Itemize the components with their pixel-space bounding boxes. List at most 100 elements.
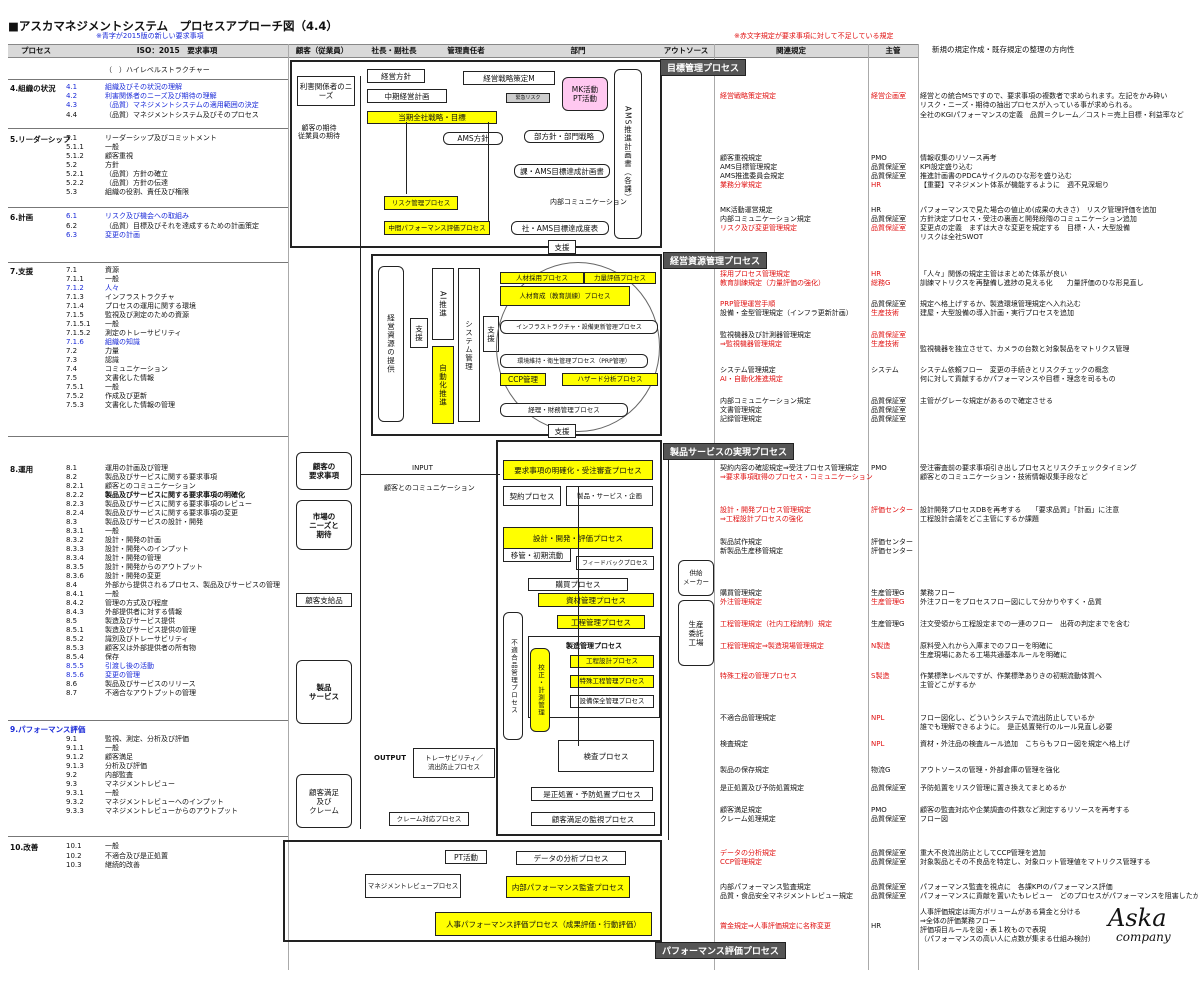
related-rule: 採用プロセス管理規定 [720, 270, 790, 278]
iso-clause-title: 力量 [105, 347, 119, 355]
iso-clause-number: 7.1 [66, 266, 78, 274]
iso-clause-title: 文書化した情報の管理 [105, 401, 175, 409]
iso-clause-title: 監視、測定、分析及び評価 [105, 735, 189, 743]
direction-note: 主管どこがするか [920, 681, 976, 689]
rule-owner: 生産技術 [871, 309, 899, 317]
iso-clause-title: 設計・開発からのアウトプット [105, 563, 203, 571]
iso-clause-title: 作成及び更新 [105, 392, 147, 400]
related-rule: 設備・金型管理規定（インフラ更新計画） [720, 309, 853, 317]
rule-owner: 経営企画室 [871, 92, 906, 100]
iso-clause-number: 7.5.3 [66, 401, 84, 409]
iso-clause-title: 外部から提供されるプロセス、製品及びサービスの管理 [105, 581, 280, 589]
iso-clause-title: マネジメントレビュー [105, 780, 175, 788]
support-arrow: 支援 [548, 424, 576, 438]
iso-clause-number: 8.3 [66, 518, 78, 526]
iso-clause-number: 8.1 [66, 464, 78, 472]
customer-requirements-box: 顧客の 要求事項 [296, 452, 352, 490]
related-rule: ⇒監視機器管理規定 [720, 340, 782, 348]
red-note: ※赤文字規定が要求事項に対して不足している規定 [734, 32, 894, 40]
iso-clause-number: 8.3.1 [66, 527, 84, 535]
column-divider [288, 44, 289, 970]
iso-clause-title: （品質）マネジメントシステムの適用範囲の決定 [105, 101, 259, 109]
related-rule: ⇒要求事項取得のプロセス・コミュニケーション [720, 473, 873, 481]
iso-clause-number: 8.7 [66, 689, 78, 697]
rule-owner: NPL [871, 740, 885, 748]
iso-clause-number: 8.2.3 [66, 500, 84, 508]
related-rule: ⇒工程設計プロセスの強化 [720, 515, 803, 523]
direction-note: 主管がグレーな規定があるので確定させる [920, 397, 1053, 405]
hiring-box: 人材採用プロセス [500, 272, 584, 284]
iso-clause-number: 8.3.2 [66, 536, 84, 544]
iso-clause-number: 4.1 [66, 83, 78, 91]
infra-box: インフラストラクチャ・設備更新管理プロセス [500, 320, 658, 334]
iso-clause-number: 7.5.2 [66, 392, 84, 400]
maintenance-box: 設備保全管理プロセス [570, 695, 654, 708]
product-plan-box: 製品・サービス・企画 [566, 486, 653, 506]
related-rule: AMS推進委員会規定 [720, 172, 785, 180]
rule-owner: 品質保証室 [871, 406, 906, 414]
product-realization-frame [496, 440, 662, 836]
related-rule: リスク及び変更管理規定 [720, 224, 797, 232]
iso-clause-number: 10.1 [66, 842, 82, 850]
rule-owner: 生産管理G [871, 620, 905, 628]
feedback-box: フィードバックプロセス [576, 556, 654, 570]
resource-management-frame [371, 254, 662, 436]
rule-owner: 品質保証室 [871, 415, 906, 423]
header-owner: 主管 [868, 44, 918, 58]
page-title: ■アスカマネジメントシステム プロセスアプローチ図（4.4） [8, 19, 338, 33]
iso-clause-title: （品質）目標及びそれを達成するための計画策定 [105, 222, 259, 230]
satisfaction-box: 顧客満足の監視プロセス [531, 812, 655, 826]
rule-owner: 品質保証室 [871, 883, 906, 891]
feedback-loop-line [360, 76, 361, 829]
header-iso: ISO：2015 要求事項 [64, 44, 290, 58]
iso-clause-number: 7.5 [66, 374, 78, 382]
header-president: 社長・副社長 [354, 44, 434, 58]
input-arrow-line [360, 474, 500, 475]
rule-owner: 品質保証室 [871, 300, 906, 308]
dept-policy-box: 部方針・部門戦略 [524, 130, 604, 143]
iso-clause-number: 8.3.4 [66, 554, 84, 562]
related-rule: 内部パフォーマンス監査規定 [720, 883, 811, 891]
iso-clause-title: インフラストラクチャ [105, 293, 175, 301]
iso-clause-title: 製品及びサービスに関する要求事項の変更 [105, 509, 238, 517]
iso-clause-title: 顧客重視 [105, 152, 133, 160]
training-box: 人材育成（教育訓練）プロセス [500, 286, 630, 306]
iso-clause-title: （ ）ハイレベルストラクチャー [105, 66, 210, 74]
iso-clause-title: 製造及びサービス提供 [105, 617, 175, 625]
direction-note: フロー図 [920, 815, 948, 823]
direction-note: 誰でも理解できるように。 是正処置発行のルール見直し必要 [920, 723, 1113, 731]
iso-clause-number: 4.4 [66, 111, 78, 119]
direction-note: 訓練マトリクスを再整備し進捗の見える化 力量評価のひな形見直し [920, 279, 1144, 287]
iso-clause-title: 一般 [105, 143, 119, 151]
related-rule: データの分析規定 [720, 849, 776, 857]
iso-clause-title: 引渡し後の活動 [105, 662, 154, 670]
direction-note: 【重要】マネジメント体系が機能するように 週不見深堀り [920, 181, 1109, 189]
iso-clause-title: 運用の計画及び管理 [105, 464, 168, 472]
iso-clause-title: 外部提供者に対する情報 [105, 608, 182, 616]
goal-process-tag: 目標管理プロセス [660, 59, 747, 76]
direction-note: KPI設定盛り込む [920, 163, 973, 171]
rule-owner: 総務G [871, 279, 891, 287]
iso-clause-title: （品質）方針の伝達 [105, 179, 168, 187]
mgmt-review-box: マネジメントレビュープロセス [365, 874, 461, 898]
direction-note: リスク・ニーズ・期待の抽出プロセスが入っている事が求められる。 [920, 101, 1137, 109]
requirement-clarify-box: 要求事項の明確化・受注審査プロセス [503, 460, 653, 480]
iso-clause-number: 5.1 [66, 134, 78, 142]
section-divider [8, 128, 288, 129]
section-divider [8, 262, 288, 263]
input-label: INPUT [412, 464, 433, 472]
direction-note: アウトソースの管理・外部倉庫の管理を強化 [920, 766, 1060, 774]
customer-satisfaction-box: 顧客満足 及び クレーム [296, 774, 352, 828]
goal-management-frame [290, 60, 662, 248]
rule-owner: 品質保証室 [871, 163, 906, 171]
direction-note: 顧客とのコミュニケーション・技術情報収集手段など [920, 473, 1088, 481]
corrective-box: 是正処置・予防処置プロセス [531, 787, 653, 801]
iso-clause-title: 変更の計画 [105, 231, 140, 239]
header-direction: 新規の規定作成・既存規定の整理の方向性 [918, 44, 1200, 56]
rule-owner: HR [871, 922, 882, 930]
rule-owner: 品質保証室 [871, 858, 906, 866]
related-rule: システム管理規定 [720, 366, 776, 374]
hr-eval-box: 人事パフォーマンス評価プロセス（成果評価・行動評価） [435, 912, 652, 936]
direction-note: 監視機器を独立させて、カメラの台数と対象製品をマトリクス管理 [920, 345, 1130, 353]
iso-clause-title: 資源 [105, 266, 119, 274]
